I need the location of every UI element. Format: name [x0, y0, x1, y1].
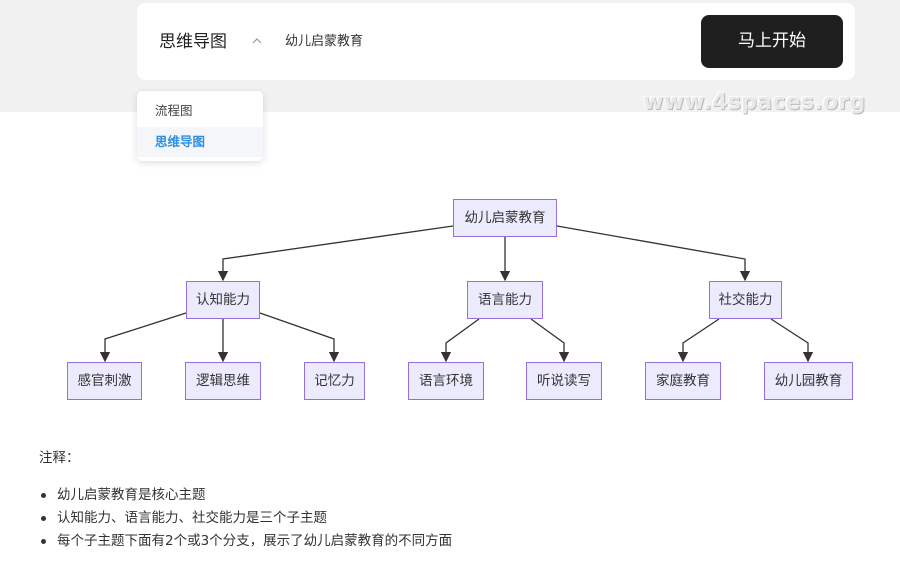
- topic-input[interactable]: [285, 33, 585, 51]
- mindmap-leaf-node[interactable]: 记忆力: [304, 362, 365, 400]
- list-item: 幼儿启蒙教育是核心主题: [39, 484, 452, 507]
- chevron-up-icon[interactable]: [251, 35, 263, 47]
- mindmap-leaf-node[interactable]: 语言环境: [408, 362, 484, 400]
- list-item: 认知能力、语言能力、社交能力是三个子主题: [39, 507, 452, 530]
- notes-title: 注释：: [39, 450, 80, 466]
- mindmap-leaf-node[interactable]: 家庭教育: [645, 362, 721, 400]
- mindmap-leaf-node[interactable]: 听说读写: [526, 362, 602, 400]
- connector: [217, 225, 454, 282]
- diagram-type-select[interactable]: 思维导图: [159, 32, 227, 52]
- notes-list: 幼儿启蒙教育是核心主题 认知能力、语言能力、社交能力是三个子主题 每个子主题下面…: [39, 484, 452, 553]
- toolbar: 思维导图 马上开始: [137, 3, 855, 80]
- connector: [770, 318, 814, 363]
- connector: [259, 312, 340, 363]
- dropdown-item-mindmap[interactable]: 思维导图: [137, 127, 263, 157]
- connector: [556, 225, 751, 282]
- start-button[interactable]: 马上开始: [701, 15, 843, 68]
- mindmap-branch-node[interactable]: 社交能力: [709, 281, 782, 319]
- connector: [440, 318, 480, 363]
- diagram-type-dropdown: 流程图 思维导图: [137, 91, 263, 161]
- connector: [530, 318, 570, 363]
- mindmap-leaf-node[interactable]: 感官刺激: [67, 362, 142, 400]
- mindmap-root-node[interactable]: 幼儿启蒙教育: [453, 199, 557, 237]
- mindmap-leaf-node[interactable]: 幼儿园教育: [764, 362, 853, 400]
- mindmap-leaf-node[interactable]: 逻辑思维: [185, 362, 261, 400]
- mindmap-branch-node[interactable]: 语言能力: [467, 281, 543, 319]
- connector: [99, 312, 187, 363]
- connector: [677, 318, 720, 363]
- mindmap-branch-node[interactable]: 认知能力: [186, 281, 260, 319]
- list-item: 每个子主题下面有2个或3个分支，展示了幼儿启蒙教育的不同方面: [39, 530, 452, 553]
- dropdown-item-flowchart[interactable]: 流程图: [155, 103, 193, 118]
- watermark: www.4spaces.org: [643, 90, 866, 115]
